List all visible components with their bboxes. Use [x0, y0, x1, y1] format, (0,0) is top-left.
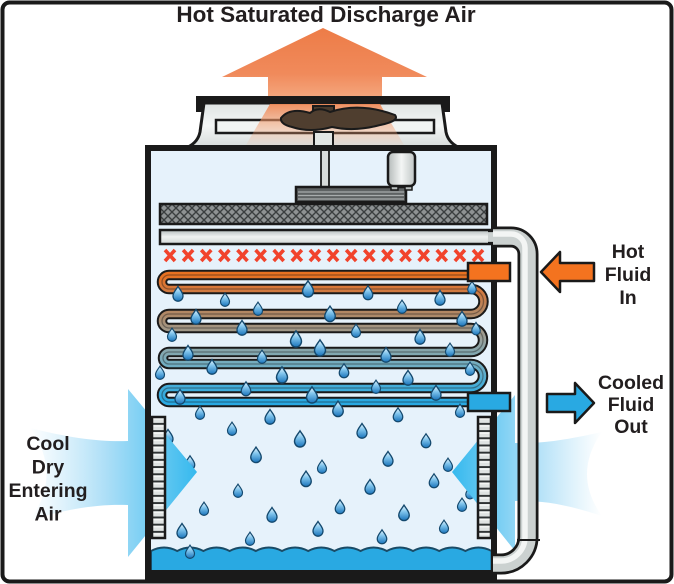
basin-water — [150, 546, 493, 576]
cooled-fluid-out-line3: Out — [614, 416, 648, 438]
entering-air-line2: Dry — [32, 457, 65, 479]
hot-fluid-inlet-port — [466, 261, 512, 283]
fan-rim-lip-right — [443, 104, 450, 112]
cooled-fluid-outlet-port — [466, 391, 512, 413]
spray-nozzle-x — [326, 248, 340, 263]
discharge-air-arrow — [222, 28, 427, 104]
hot-fluid-in-arrow — [539, 250, 596, 294]
hot-fluid-in-line1: Hot — [612, 241, 645, 263]
air-inlet-louver-right — [476, 415, 493, 540]
entering-air-line3: Entering — [8, 480, 87, 502]
spray-nozzle-x — [254, 248, 267, 263]
drift-eliminator — [158, 202, 489, 226]
spray-nozzle-x — [181, 248, 195, 263]
label-cooled-fluid-out: Cooled Fluid Out — [598, 372, 664, 438]
spray-nozzle-x — [199, 248, 213, 263]
fan-cowl — [187, 96, 459, 149]
spray-nozzle-x — [362, 248, 376, 263]
drive-platform — [294, 185, 408, 204]
entering-air-line4: Air — [34, 504, 62, 526]
spray-nozzles — [163, 248, 485, 263]
spray-nozzle-x — [417, 248, 430, 263]
label-hot-fluid-in: Hot Fluid In — [605, 241, 652, 309]
cooled-fluid-out-line2: Fluid — [608, 394, 655, 416]
air-inlet-louver-left — [150, 415, 167, 540]
spray-nozzle-x — [453, 248, 467, 263]
spray-nozzle-x — [344, 248, 358, 263]
title-discharge-air: Hot Saturated Discharge Air — [176, 2, 475, 27]
hot-fluid-in-line2: Fluid — [605, 264, 652, 286]
coil-shading — [161, 274, 485, 403]
spray-nozzle-x — [435, 248, 449, 263]
spray-nozzle-x — [381, 248, 394, 263]
spray-nozzle-x — [218, 248, 231, 263]
fan-pedestal — [313, 131, 334, 147]
cooled-fluid-out-arrow — [545, 381, 596, 425]
spray-nozzle-x — [236, 248, 249, 263]
heat-exchange-coil — [156, 269, 489, 408]
spray-nozzle-x — [290, 248, 304, 263]
spray-nozzle-x — [471, 248, 485, 263]
entering-air-line1: Cool — [26, 433, 69, 455]
fan-rim — [196, 96, 450, 104]
label-entering-air: Cool Dry Entering Air — [8, 433, 87, 526]
tower-base — [145, 570, 497, 580]
fan-rim-lip-left — [196, 104, 203, 112]
fan-blade — [279, 106, 397, 131]
spray-nozzle-x — [163, 248, 177, 263]
recirculation-pipe — [493, 226, 540, 575]
pipe-highlight — [493, 231, 528, 564]
coil-tube — [158, 271, 487, 406]
fan-motor — [386, 150, 417, 188]
spray-nozzle-x — [308, 248, 322, 263]
spray-header — [158, 228, 496, 246]
fan-drive-assembly — [294, 148, 417, 206]
hot-fluid-in-line3: In — [619, 287, 636, 309]
drive-shaft — [320, 148, 330, 191]
spray-nozzle-x — [272, 248, 286, 263]
spray-nozzle-x — [399, 248, 412, 263]
cooled-fluid-out-line1: Cooled — [598, 372, 664, 394]
platform-ridges — [298, 191, 404, 200]
